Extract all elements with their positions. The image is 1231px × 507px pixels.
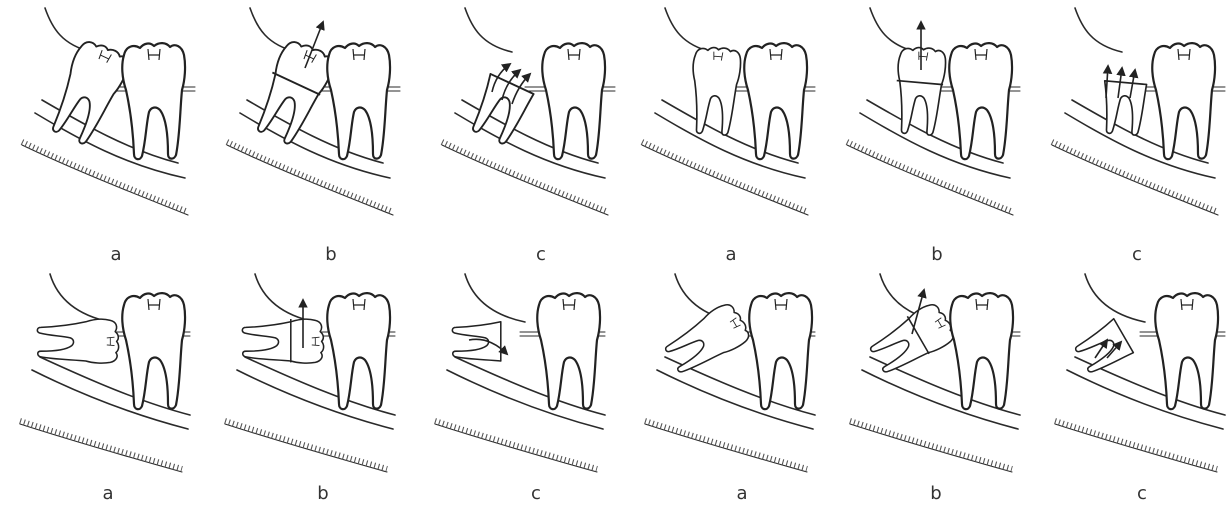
second-molar (1155, 293, 1218, 409)
second-molar (749, 293, 812, 409)
second-molar (122, 293, 185, 409)
sectioned-third-molar (892, 46, 947, 137)
panel-bottom-3 (435, 274, 605, 472)
panel-label: c (531, 483, 541, 504)
panel-top-1 (22, 8, 195, 215)
second-molar (122, 43, 185, 159)
second-molar (537, 293, 600, 409)
panel-bottom-4 (645, 274, 815, 472)
second-molar (327, 293, 390, 409)
second-molar (950, 293, 1013, 409)
panel-label: b (317, 483, 328, 504)
remaining-roots (466, 74, 534, 147)
panel-label: a (736, 483, 747, 504)
panel-label: b (930, 483, 941, 504)
second-molar (542, 43, 605, 159)
panel-label: b (931, 244, 942, 265)
panel-label: c (536, 244, 546, 265)
panel-top-5 (847, 8, 1020, 215)
second-molar (744, 43, 807, 159)
impacted-third-molar (687, 46, 741, 137)
sectioned-third-molar (242, 319, 323, 363)
panel-bottom-5 (850, 274, 1020, 472)
panel-label: a (110, 244, 121, 265)
second-molar (949, 43, 1012, 159)
panel-bottom-6 (1055, 274, 1225, 472)
panel-top-4 (642, 8, 815, 215)
panel-bottom-1 (20, 274, 190, 472)
panel-top-6 (1052, 8, 1225, 215)
panel-label: a (725, 244, 736, 265)
panel-label: c (1137, 483, 1147, 504)
panel-label: b (325, 244, 336, 265)
panel-bottom-2 (225, 274, 395, 472)
panel-top-2 (227, 8, 400, 215)
impacted-third-molar (43, 36, 133, 148)
panel-label: c (1132, 244, 1142, 265)
panel-top-3 (442, 8, 615, 215)
second-molar (327, 43, 390, 159)
second-molar (1152, 43, 1215, 159)
panel-label: a (102, 483, 113, 504)
remaining-roots (452, 322, 500, 361)
impacted-third-molar (37, 319, 118, 363)
sectioned-third-molar (248, 36, 338, 148)
